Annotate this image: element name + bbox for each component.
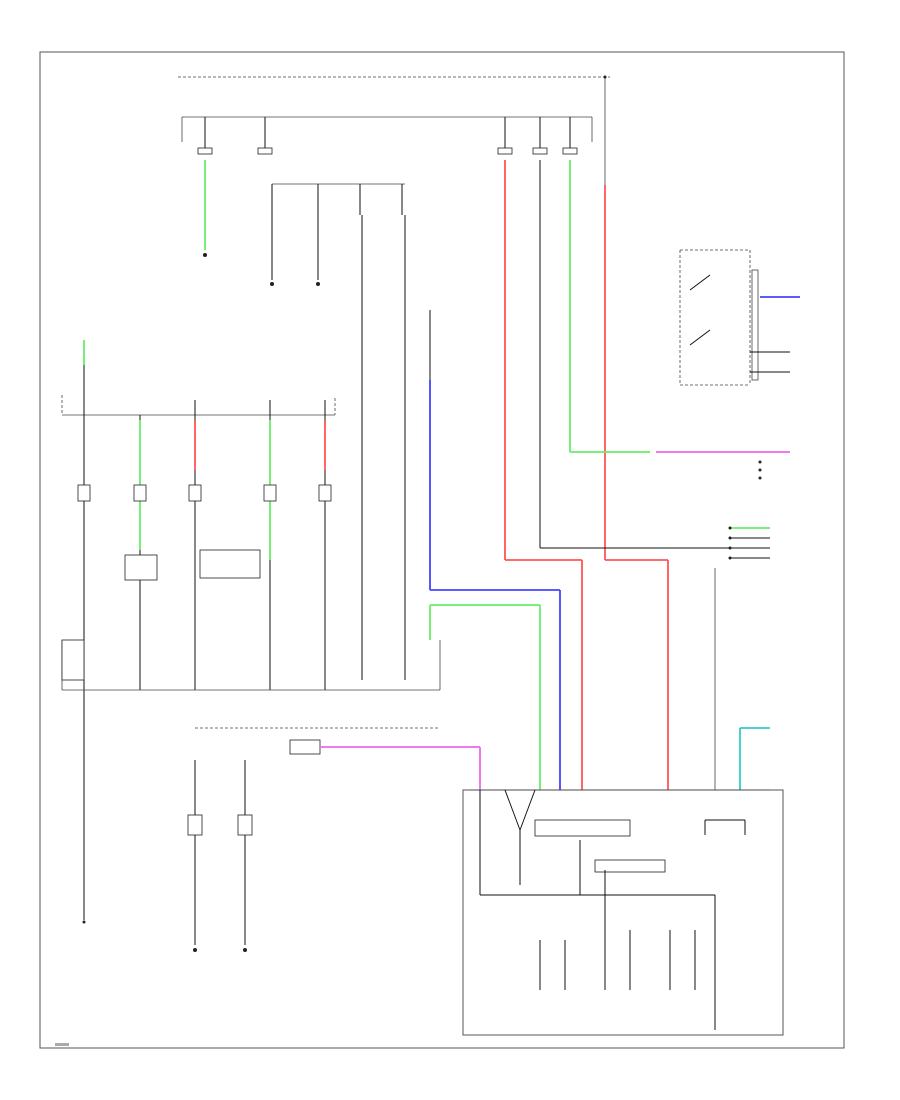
- battery-feed: [603, 75, 669, 790]
- green-circuit-right: [569, 160, 650, 453]
- switch-assembly-top-right: [679, 249, 800, 386]
- left-fuse-panel: [61, 215, 441, 700]
- green-circuit-left: [203, 160, 207, 257]
- ground-icon: [82, 910, 86, 924]
- diagram-border: [39, 51, 845, 1049]
- fuse-block-top: [197, 147, 578, 155]
- footer-tag: [47, 1044, 67, 1049]
- control-module-box: [462, 789, 784, 1036]
- lower-left-branches: [83, 700, 440, 952]
- red-circuit-center: [504, 160, 583, 790]
- right-connector-rows: [714, 460, 770, 790]
- black-circuit-center: [539, 160, 730, 549]
- blue-circuit: [429, 310, 561, 790]
- top-power-bus: [178, 76, 610, 150]
- violet-circuit: [289, 451, 790, 790]
- sub-bus: [270, 183, 405, 286]
- cyan-circuit: [739, 727, 770, 790]
- label-marks: [55, 1043, 69, 1046]
